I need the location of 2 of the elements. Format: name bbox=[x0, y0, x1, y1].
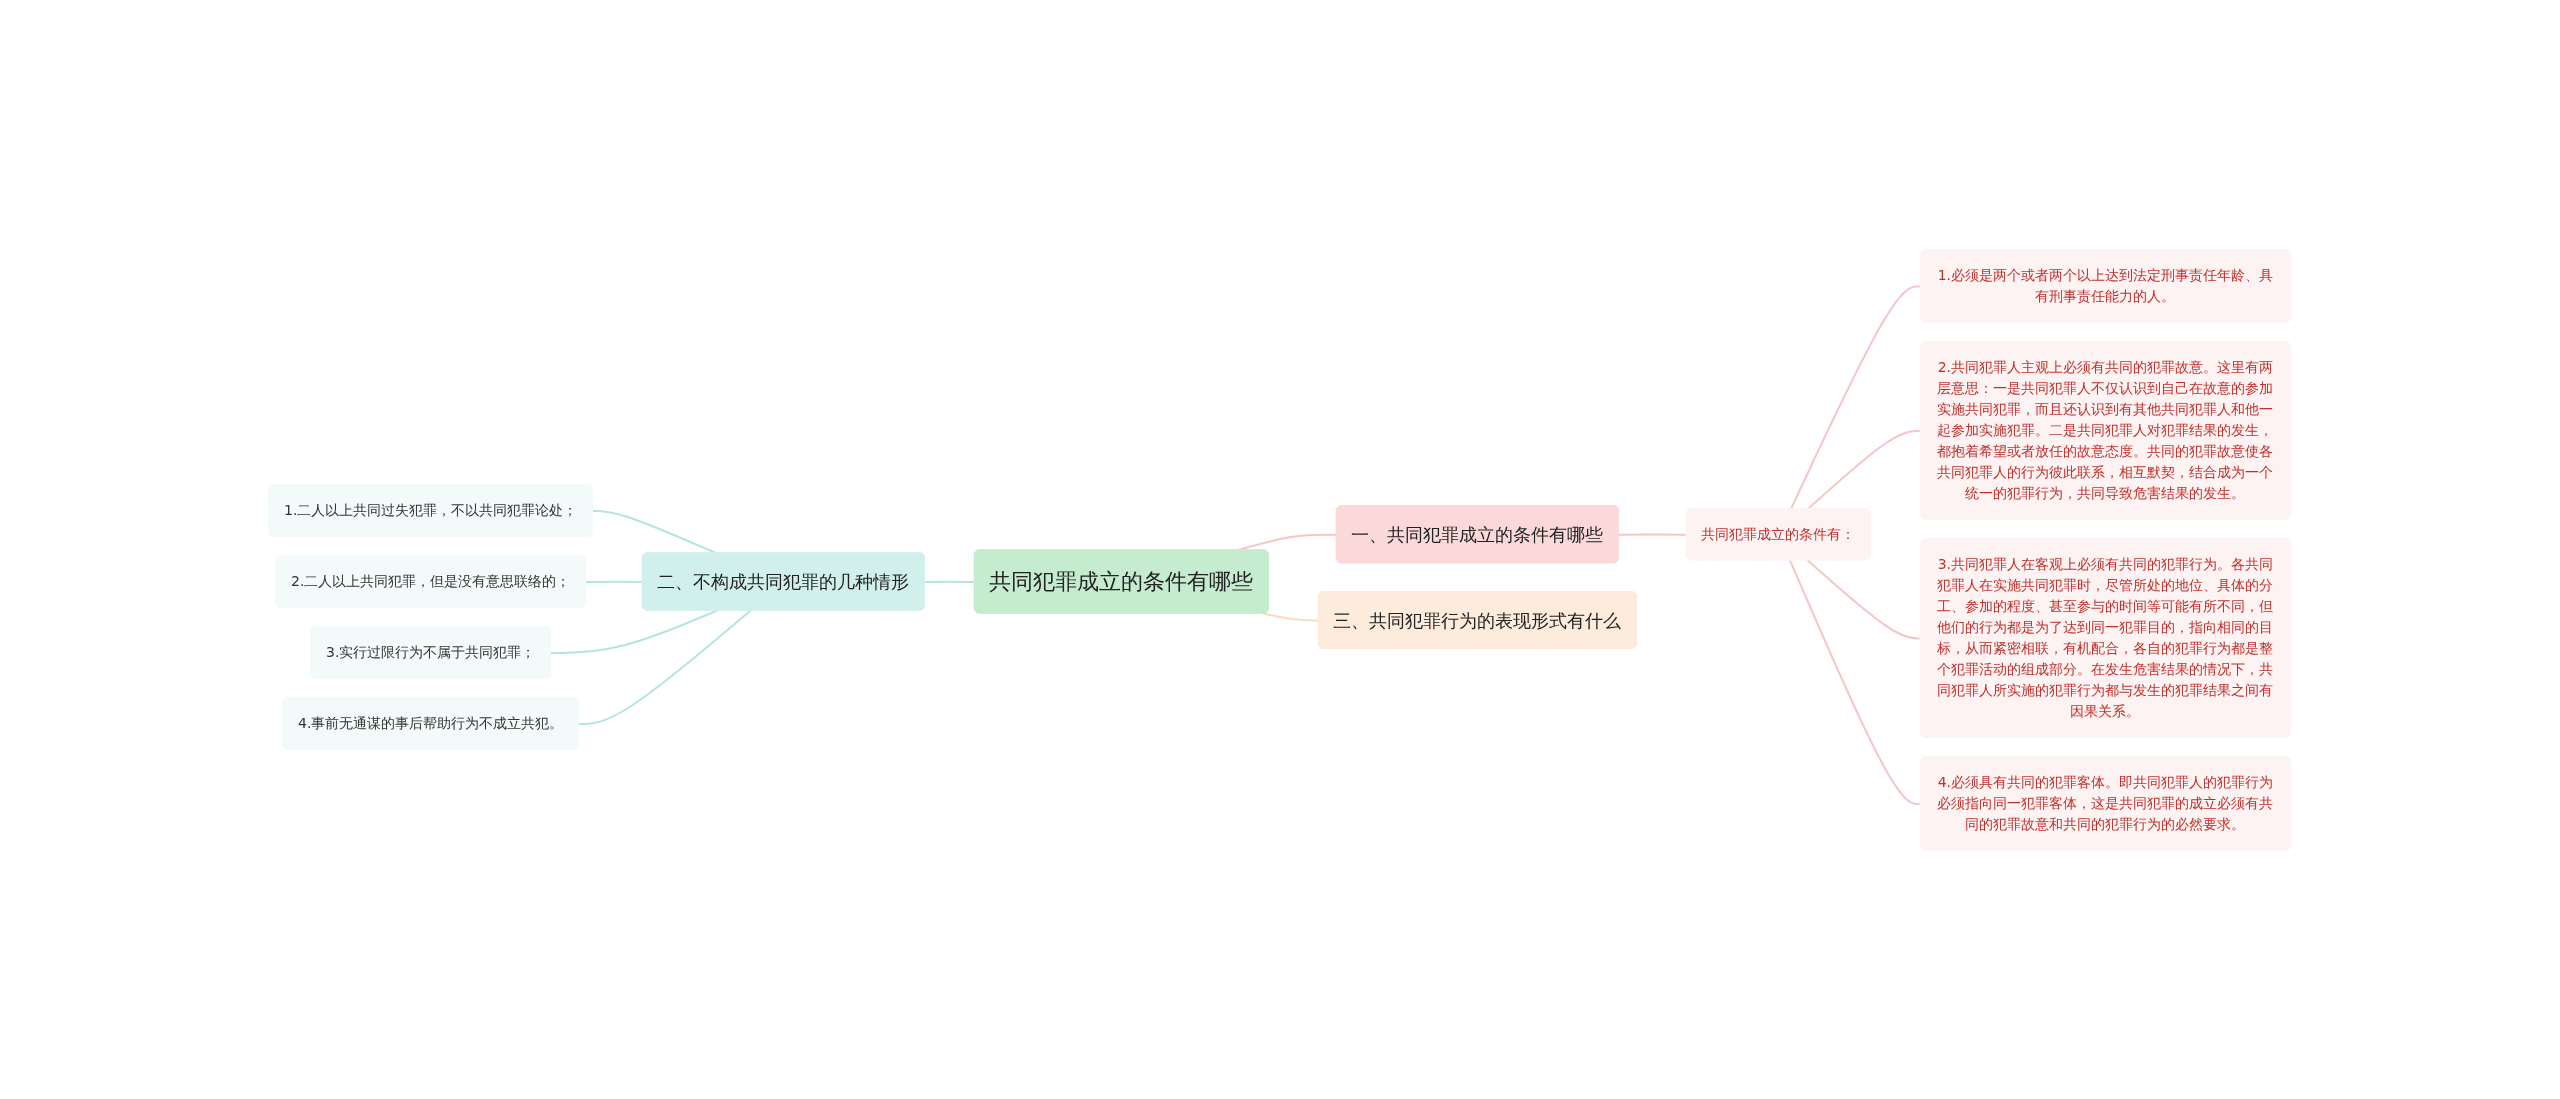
connector bbox=[550, 609, 719, 654]
connector bbox=[578, 609, 752, 725]
